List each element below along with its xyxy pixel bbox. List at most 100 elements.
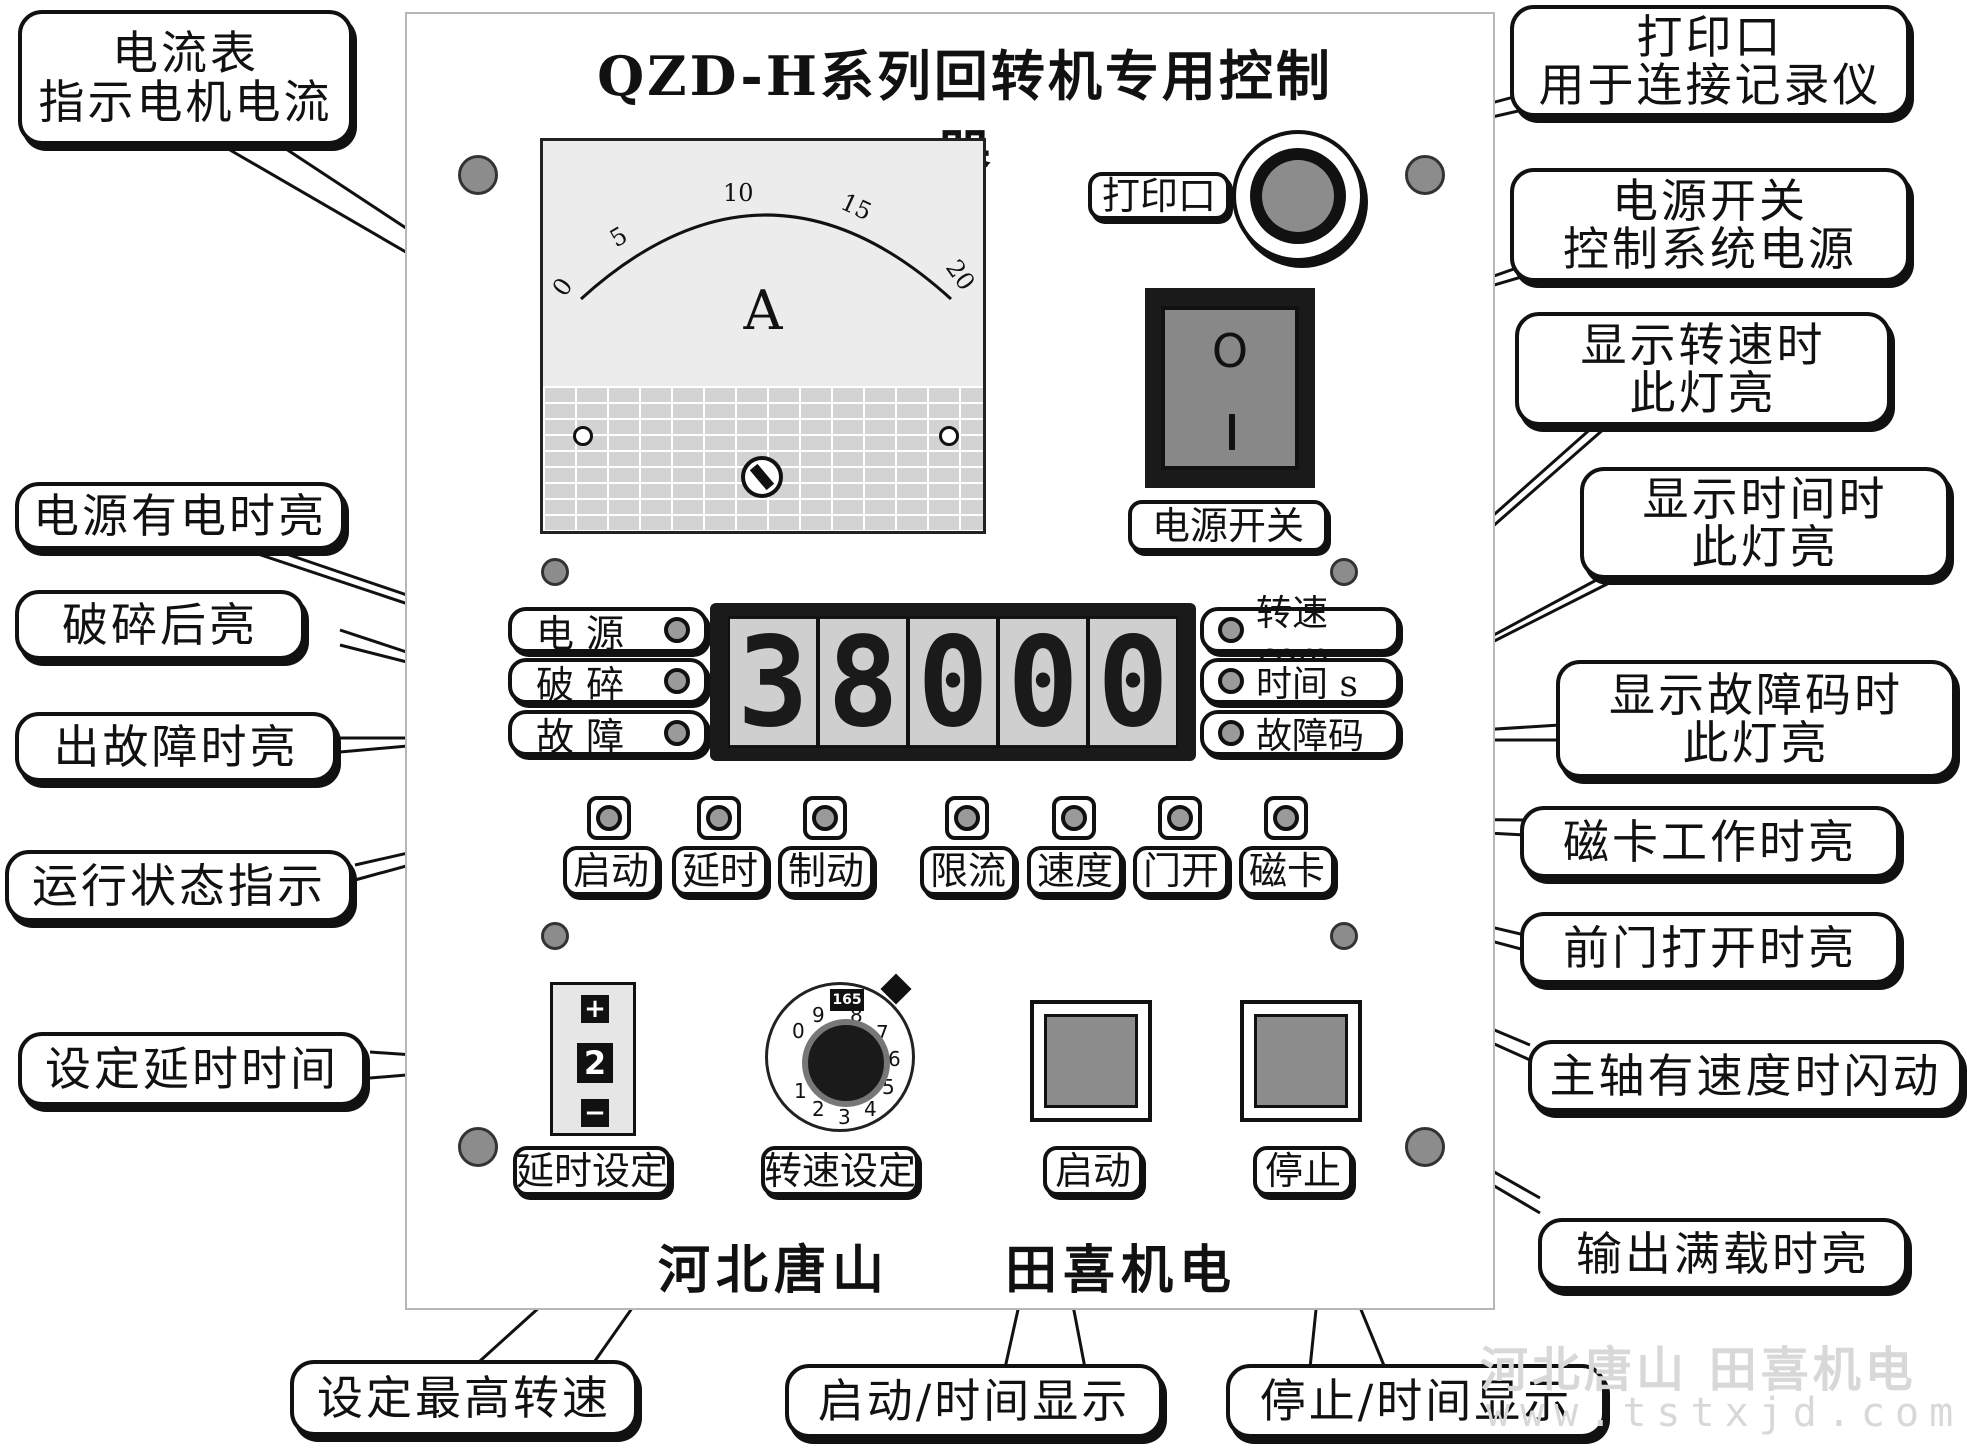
callout-full-load: 输出满载时亮 <box>1538 1218 1908 1290</box>
print-port-label: 打印口 <box>1088 172 1230 220</box>
callout-text: 电源开关 <box>1612 173 1808 228</box>
delay-value: 2 <box>577 1043 613 1083</box>
power-switch[interactable]: O <box>1145 288 1315 488</box>
stop-button[interactable] <box>1240 1000 1362 1122</box>
callout-stop-time: 停止/时间显示 <box>1226 1364 1606 1438</box>
indicator-power: 电 源 <box>508 607 708 656</box>
display-digit: 3 <box>728 615 818 749</box>
callout-power-switch: 电源开关 控制系统电源 <box>1510 168 1910 282</box>
ammeter-screw-icon <box>573 426 593 446</box>
ammeter-scale-arc <box>579 213 953 301</box>
status-label: 磁卡 <box>1239 846 1335 896</box>
screw-icon <box>541 922 569 950</box>
callout-text: 出故障时亮 <box>53 719 299 774</box>
watermark-url: www.tstxjd.com <box>1486 1390 1964 1436</box>
status-led-start <box>587 796 631 840</box>
callout-text: 主轴有速度时闪动 <box>1549 1048 1942 1103</box>
switch-on-mark <box>1229 414 1235 450</box>
callout-door: 前门打开时亮 <box>1520 912 1900 984</box>
callout-text: 电流表 <box>112 26 259 81</box>
status-led-brake <box>803 796 847 840</box>
speed-dial[interactable]: 165 0 9 8 7 6 5 4 3 2 1 <box>765 982 915 1132</box>
screw-icon <box>1330 922 1358 950</box>
status-label: 制动 <box>778 846 874 896</box>
callout-delay-time: 设定延时时间 <box>18 1032 366 1106</box>
delay-thumbwheel[interactable]: + 2 − <box>550 982 636 1136</box>
digital-display: 3 8 0 0 0 <box>710 603 1196 761</box>
callout-text: 破碎后亮 <box>62 597 258 652</box>
led-icon <box>1061 805 1087 831</box>
callout-text: 运行状态指示 <box>32 858 326 913</box>
indicator-label: 电 源 <box>536 611 625 656</box>
delay-setting-label: 延时设定 <box>513 1146 671 1196</box>
callout-text: 此灯亮 <box>1691 520 1839 574</box>
callout-text: 磁卡工作时亮 <box>1563 814 1857 869</box>
scale-tick-label: 10 <box>723 179 754 207</box>
callout-fault-lamp: 显示故障码时 此灯亮 <box>1556 660 1956 778</box>
status-label: 门开 <box>1133 846 1229 896</box>
speed-setting-label: 转速设定 <box>761 1146 919 1196</box>
plus-icon[interactable]: + <box>581 995 609 1023</box>
screw-icon <box>458 155 498 195</box>
callout-card: 磁卡工作时亮 <box>1520 806 1900 878</box>
minus-icon[interactable]: − <box>581 1099 609 1127</box>
dial-number: 2 <box>812 1097 825 1121</box>
switch-off-mark: O <box>1211 324 1249 378</box>
stop-button-label: 停止 <box>1253 1146 1353 1196</box>
callout-ammeter: 电流表 指示电机电流 <box>18 10 353 145</box>
callout-text: 设定最高转速 <box>317 1370 611 1425</box>
ammeter-face: 0 5 10 15 20 A <box>543 141 983 389</box>
callout-text: 此灯亮 <box>1629 366 1777 420</box>
led-icon <box>1167 805 1193 831</box>
led-icon <box>596 805 622 831</box>
maker-location: 河北唐山 <box>658 1240 891 1301</box>
dial-knob[interactable] <box>802 1019 890 1107</box>
start-button[interactable] <box>1030 1000 1152 1122</box>
callout-text: 输出满载时亮 <box>1576 1226 1870 1281</box>
led-icon <box>812 805 838 831</box>
led-icon <box>1218 720 1244 746</box>
dial-number: 4 <box>864 1097 877 1121</box>
zero-adjust-screw-icon[interactable] <box>741 456 783 498</box>
led-icon <box>1218 668 1244 694</box>
status-label: 延时 <box>672 846 768 896</box>
led-icon <box>1218 617 1244 643</box>
screw-icon <box>1405 155 1445 195</box>
status-led-card <box>1264 796 1308 840</box>
indicator-label: 故障码 <box>1256 716 1365 757</box>
display-digit: 0 <box>908 615 998 749</box>
dial-number: 9 <box>812 1003 825 1027</box>
start-button-label: 启动 <box>1043 1146 1143 1196</box>
status-led-delay <box>697 796 741 840</box>
status-led-current-limit <box>945 796 989 840</box>
indicator-fault: 故 障 <box>508 710 708 759</box>
callout-run-status: 运行状态指示 <box>5 850 353 922</box>
callout-text: 显示时间时 <box>1642 471 1888 526</box>
callout-text: 打印口 <box>1636 9 1784 64</box>
led-icon <box>1273 805 1299 831</box>
callout-spindle: 主轴有速度时闪动 <box>1528 1040 1963 1112</box>
indicator-label: 时间 s <box>1256 664 1358 705</box>
dial-number: 1 <box>794 1079 807 1103</box>
ammeter-base <box>543 386 983 531</box>
callout-text: 此灯亮 <box>1682 716 1830 770</box>
ammeter-screw-icon <box>939 426 959 446</box>
dial-number: 6 <box>888 1047 901 1071</box>
callout-text: 用于连接记录仪 <box>1538 58 1882 112</box>
callout-text: 启动/时间显示 <box>817 1373 1131 1428</box>
power-switch-label: 电源开关 <box>1128 500 1328 552</box>
callout-text: 前门打开时亮 <box>1563 920 1857 975</box>
screw-icon <box>1330 558 1358 586</box>
led-icon <box>664 617 690 643</box>
display-digit: 8 <box>818 615 908 749</box>
callout-text: 显示转速时 <box>1580 317 1826 372</box>
callout-time-lamp: 显示时间时 此灯亮 <box>1580 467 1950 579</box>
print-port[interactable] <box>1232 130 1364 262</box>
dial-number: 0 <box>792 1019 805 1043</box>
indicator-label: 故 障 <box>536 714 625 759</box>
display-digit: 0 <box>1088 615 1178 749</box>
callout-crushed: 破碎后亮 <box>15 590 305 660</box>
dial-number: 3 <box>838 1105 851 1129</box>
maker-name: 田喜机电 <box>1005 1240 1238 1301</box>
callout-text: 设定延时时间 <box>45 1041 339 1096</box>
